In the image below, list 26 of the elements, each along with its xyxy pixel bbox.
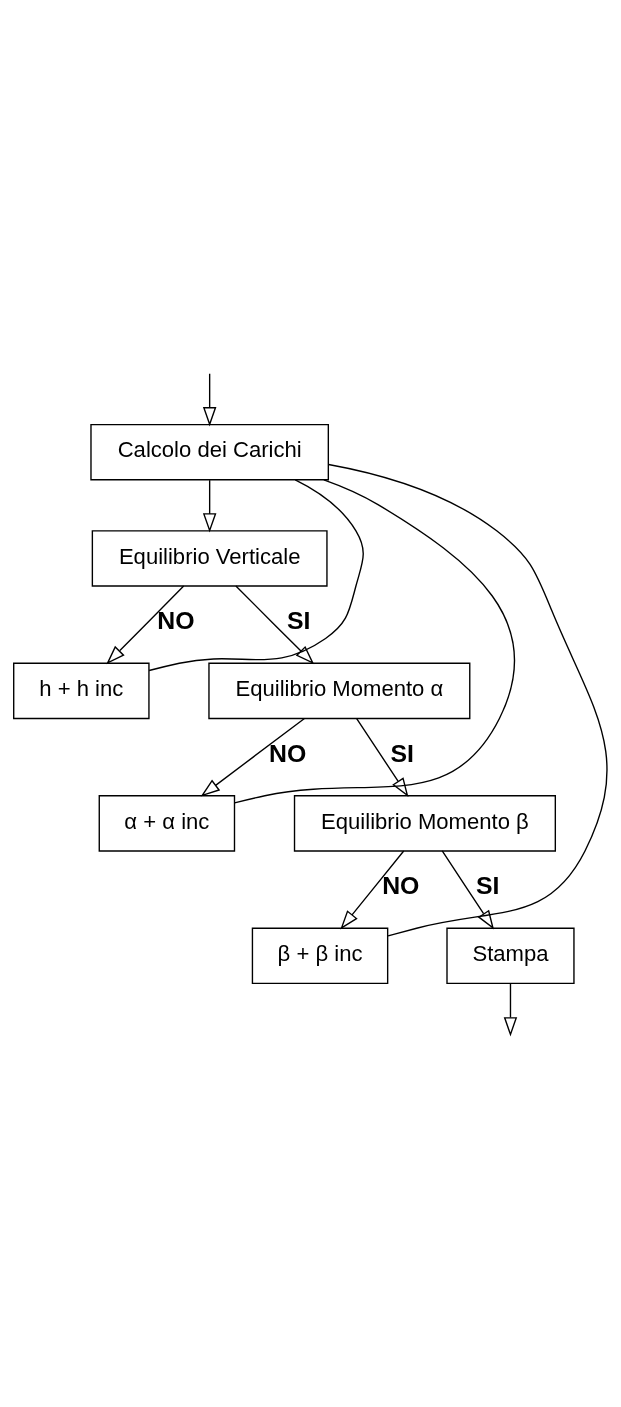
arrow [106,584,185,664]
arrow [441,849,495,930]
connector [148,478,364,671]
arrow [356,717,409,797]
edge-label: SI [390,739,414,767]
node-box: β + β inc [251,927,389,984]
node-box: Stampa [446,927,575,984]
arrow [235,584,315,664]
edge-label: NO [382,871,420,899]
node-box: Equilibrio Momento β [293,794,556,852]
node-box: α + α inc [98,794,236,852]
arrow [202,479,217,533]
arrow [200,717,306,797]
arrow [503,982,518,1036]
arrow [340,849,405,929]
edge-label: NO [268,739,307,767]
node-box: Equilibrio Verticale [91,529,328,587]
connector [327,463,608,937]
node-box: Calcolo dei Carichi [90,423,329,480]
edge-label: NO [157,606,195,634]
edge-label: SI [475,871,500,899]
edge-label: SI [286,606,311,634]
connector [233,478,516,803]
arrow [202,372,217,426]
node-box: Equilibrio Momento α [208,662,471,719]
node-box: h + h inc [13,662,150,719]
